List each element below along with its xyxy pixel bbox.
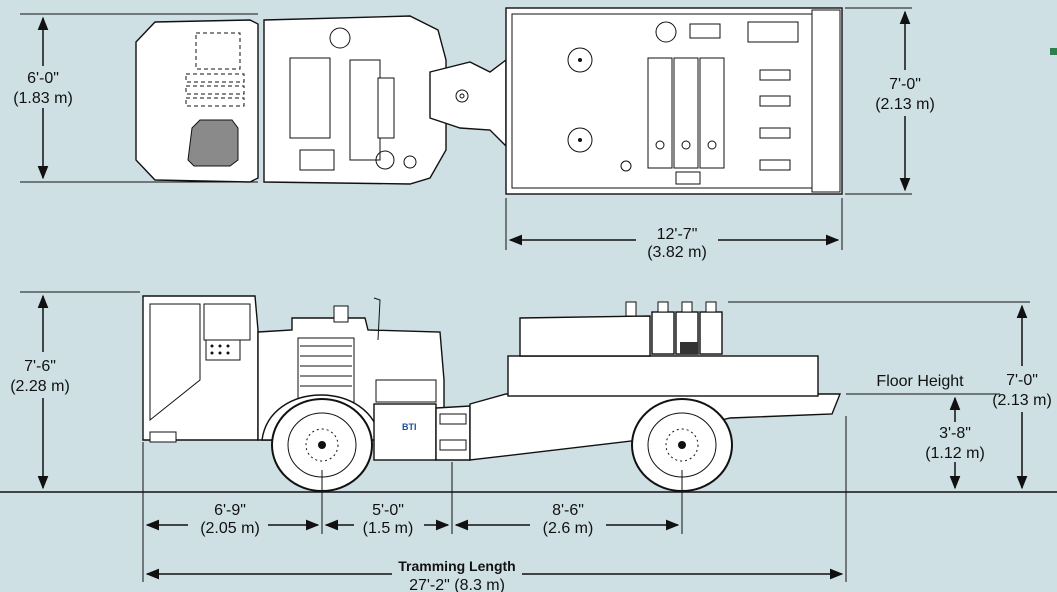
deck-height-metric: (2.13 m) (992, 392, 1052, 409)
top-seat (187, 119, 239, 167)
segment3-label: 8'-6" (552, 502, 584, 519)
top-length-label: 12'-7" (657, 226, 698, 243)
segment2-label: 5'-0" (372, 502, 404, 519)
segment2-metric: (1.5 m) (363, 520, 414, 537)
segment3-metric: (2.6 m) (543, 520, 594, 537)
top-width-label: 6'-0" (27, 70, 59, 87)
floor-height-label: 3'-8" (939, 425, 971, 442)
side-trailer-deck (507, 355, 819, 397)
floor-height-title: Floor Height (876, 373, 964, 390)
cab-height-label: 7'-6" (24, 358, 56, 375)
segment1-metric: (2.05 m) (200, 520, 260, 537)
top-engine-body (263, 15, 447, 185)
cab-height-metric: (2.28 m) (10, 378, 70, 395)
bti-logo: BTI (402, 422, 417, 432)
top-view-vehicle (20, 7, 843, 195)
top-length-metric: (3.82 m) (647, 244, 707, 261)
deck-height-label: 7'-0" (1006, 372, 1038, 389)
segment1-label: 6'-9" (214, 502, 246, 519)
top-height-metric: (2.13 m) (875, 96, 935, 113)
accent-square (1050, 48, 1057, 55)
top-height-label: 7'-0" (889, 76, 921, 93)
tramming-length-value: 27'-2" (8.3 m) (409, 577, 505, 592)
side-view-vehicle: BTI (142, 295, 842, 492)
floor-height-metric: (1.12 m) (925, 445, 985, 462)
side-battery-box (373, 403, 437, 461)
tramming-length-title: Tramming Length (398, 558, 515, 574)
top-width-metric: (1.83 m) (13, 90, 73, 107)
